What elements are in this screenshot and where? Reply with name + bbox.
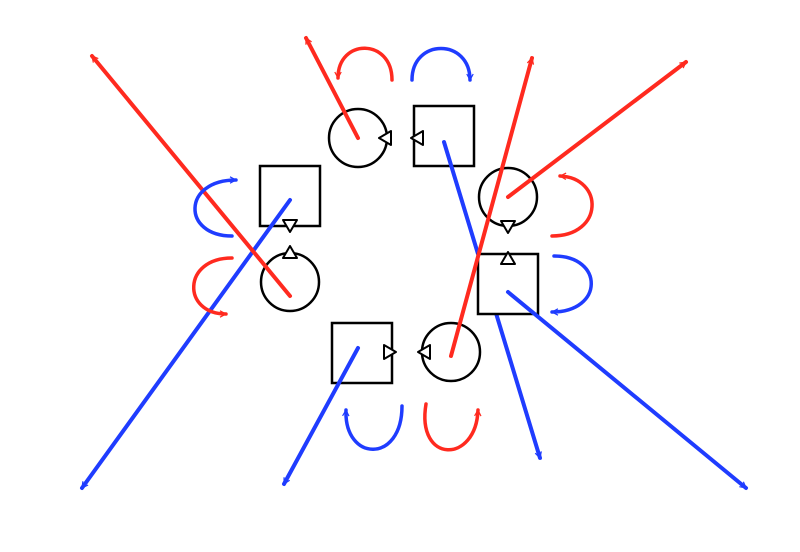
circle-shape — [259, 251, 321, 313]
group-bottom — [282, 56, 532, 486]
connector-triangle — [500, 220, 516, 234]
square-shape — [476, 252, 540, 316]
red-straight-arrow — [90, 54, 292, 298]
red-curved-arrow — [550, 176, 594, 238]
blue-straight-arrow — [80, 198, 292, 490]
red-curved-arrow — [423, 402, 478, 452]
red-straight-arrow — [506, 60, 688, 199]
group-top — [304, 36, 542, 460]
blue-curved-arrow — [550, 254, 593, 312]
blue-curved-arrow — [193, 180, 238, 238]
connector-triangle — [383, 344, 397, 360]
group-right — [476, 60, 748, 490]
connector-triangle — [282, 245, 298, 259]
red-straight-arrow — [449, 56, 532, 358]
blue-straight-arrow — [506, 290, 748, 490]
blue-curved-arrow — [346, 404, 404, 451]
blue-straight-arrow — [282, 346, 360, 486]
connector-triangle — [417, 344, 431, 360]
red-straight-arrow — [304, 36, 360, 140]
connector-triangle — [378, 130, 392, 146]
connector-triangle — [500, 251, 516, 265]
square-shape — [330, 321, 394, 385]
red-curved-arrow — [192, 256, 234, 314]
group-left — [80, 54, 322, 490]
square-shape — [258, 164, 322, 228]
red-curved-arrow — [338, 46, 394, 82]
connector-triangle — [410, 130, 424, 146]
connector-triangle — [282, 219, 298, 233]
blue-curved-arrow — [410, 46, 470, 82]
